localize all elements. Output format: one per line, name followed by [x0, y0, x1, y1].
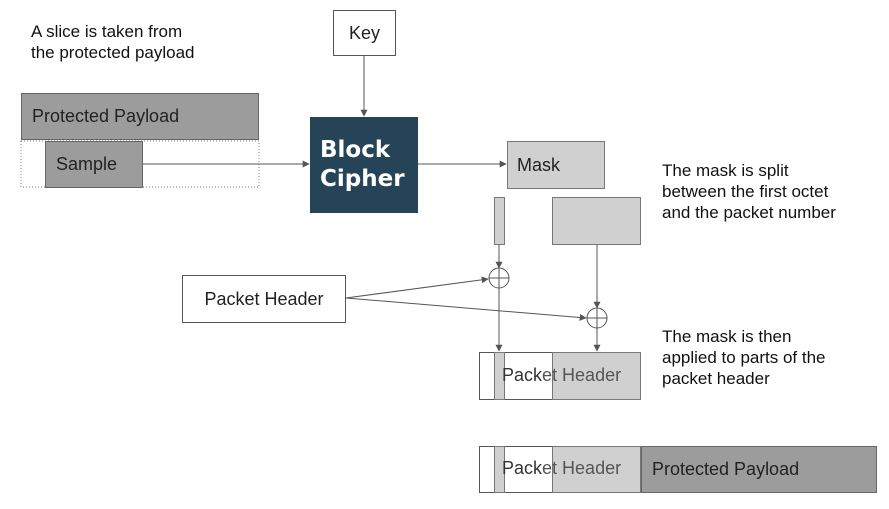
applied-note-line: The mask is then [662, 327, 792, 346]
mask-first-octet-bar [494, 197, 505, 245]
slice-note: A slice is taken from the protected payl… [31, 21, 195, 63]
split-note-line: between the first octet [662, 182, 829, 201]
sample-box: Sample [45, 141, 143, 188]
masked-first-octet [494, 352, 505, 400]
block-cipher-box: Block Cipher [310, 117, 418, 213]
protected-payload-box: Protected Payload [21, 93, 259, 140]
slice-note-line: the protected payload [31, 43, 195, 62]
mask-label: Mask [517, 154, 561, 175]
final-header-text: et Header [542, 458, 622, 478]
split-note-line: and the packet number [662, 203, 836, 222]
applied-note-line: packet header [662, 369, 770, 388]
final-payload-label: Protected Payload [652, 459, 800, 479]
block-cipher-label: Cipher [320, 166, 405, 192]
packet-header-label: Packet Header [204, 288, 324, 309]
slice-note-line: A slice is taken from [31, 22, 183, 41]
header-xor2-arrow [345, 297, 587, 321]
masked-header-label: Packet Header [502, 365, 621, 386]
split-note: The mask is split between the first octe… [662, 160, 836, 223]
final-first-octet [494, 446, 505, 493]
masked-header-text: Pack [502, 365, 543, 385]
final-protected-payload: Protected Payload [641, 446, 877, 493]
split-note-line: The mask is split [662, 161, 789, 180]
sample-label: Sample [56, 154, 118, 174]
key-label: Key [348, 22, 381, 43]
mask-box: Mask [507, 141, 605, 189]
applied-note: The mask is then applied to parts of the… [662, 326, 826, 389]
final-packet-number [552, 446, 641, 493]
packet-header-box: Packet Header [182, 275, 346, 323]
masked-packet-number [552, 352, 641, 400]
applied-note-line: applied to parts of the [662, 348, 826, 367]
mask-packet-number-block [552, 197, 641, 245]
block-cipher-label: Block [320, 137, 391, 163]
final-header-text: Pack [502, 458, 543, 478]
protected-payload-label: Protected Payload [32, 106, 180, 126]
final-header-label: Packet Header [502, 458, 621, 479]
header-xor1-arrow [345, 276, 489, 299]
key-box: Key [333, 10, 396, 56]
masked-header-text: et Header [542, 365, 622, 385]
